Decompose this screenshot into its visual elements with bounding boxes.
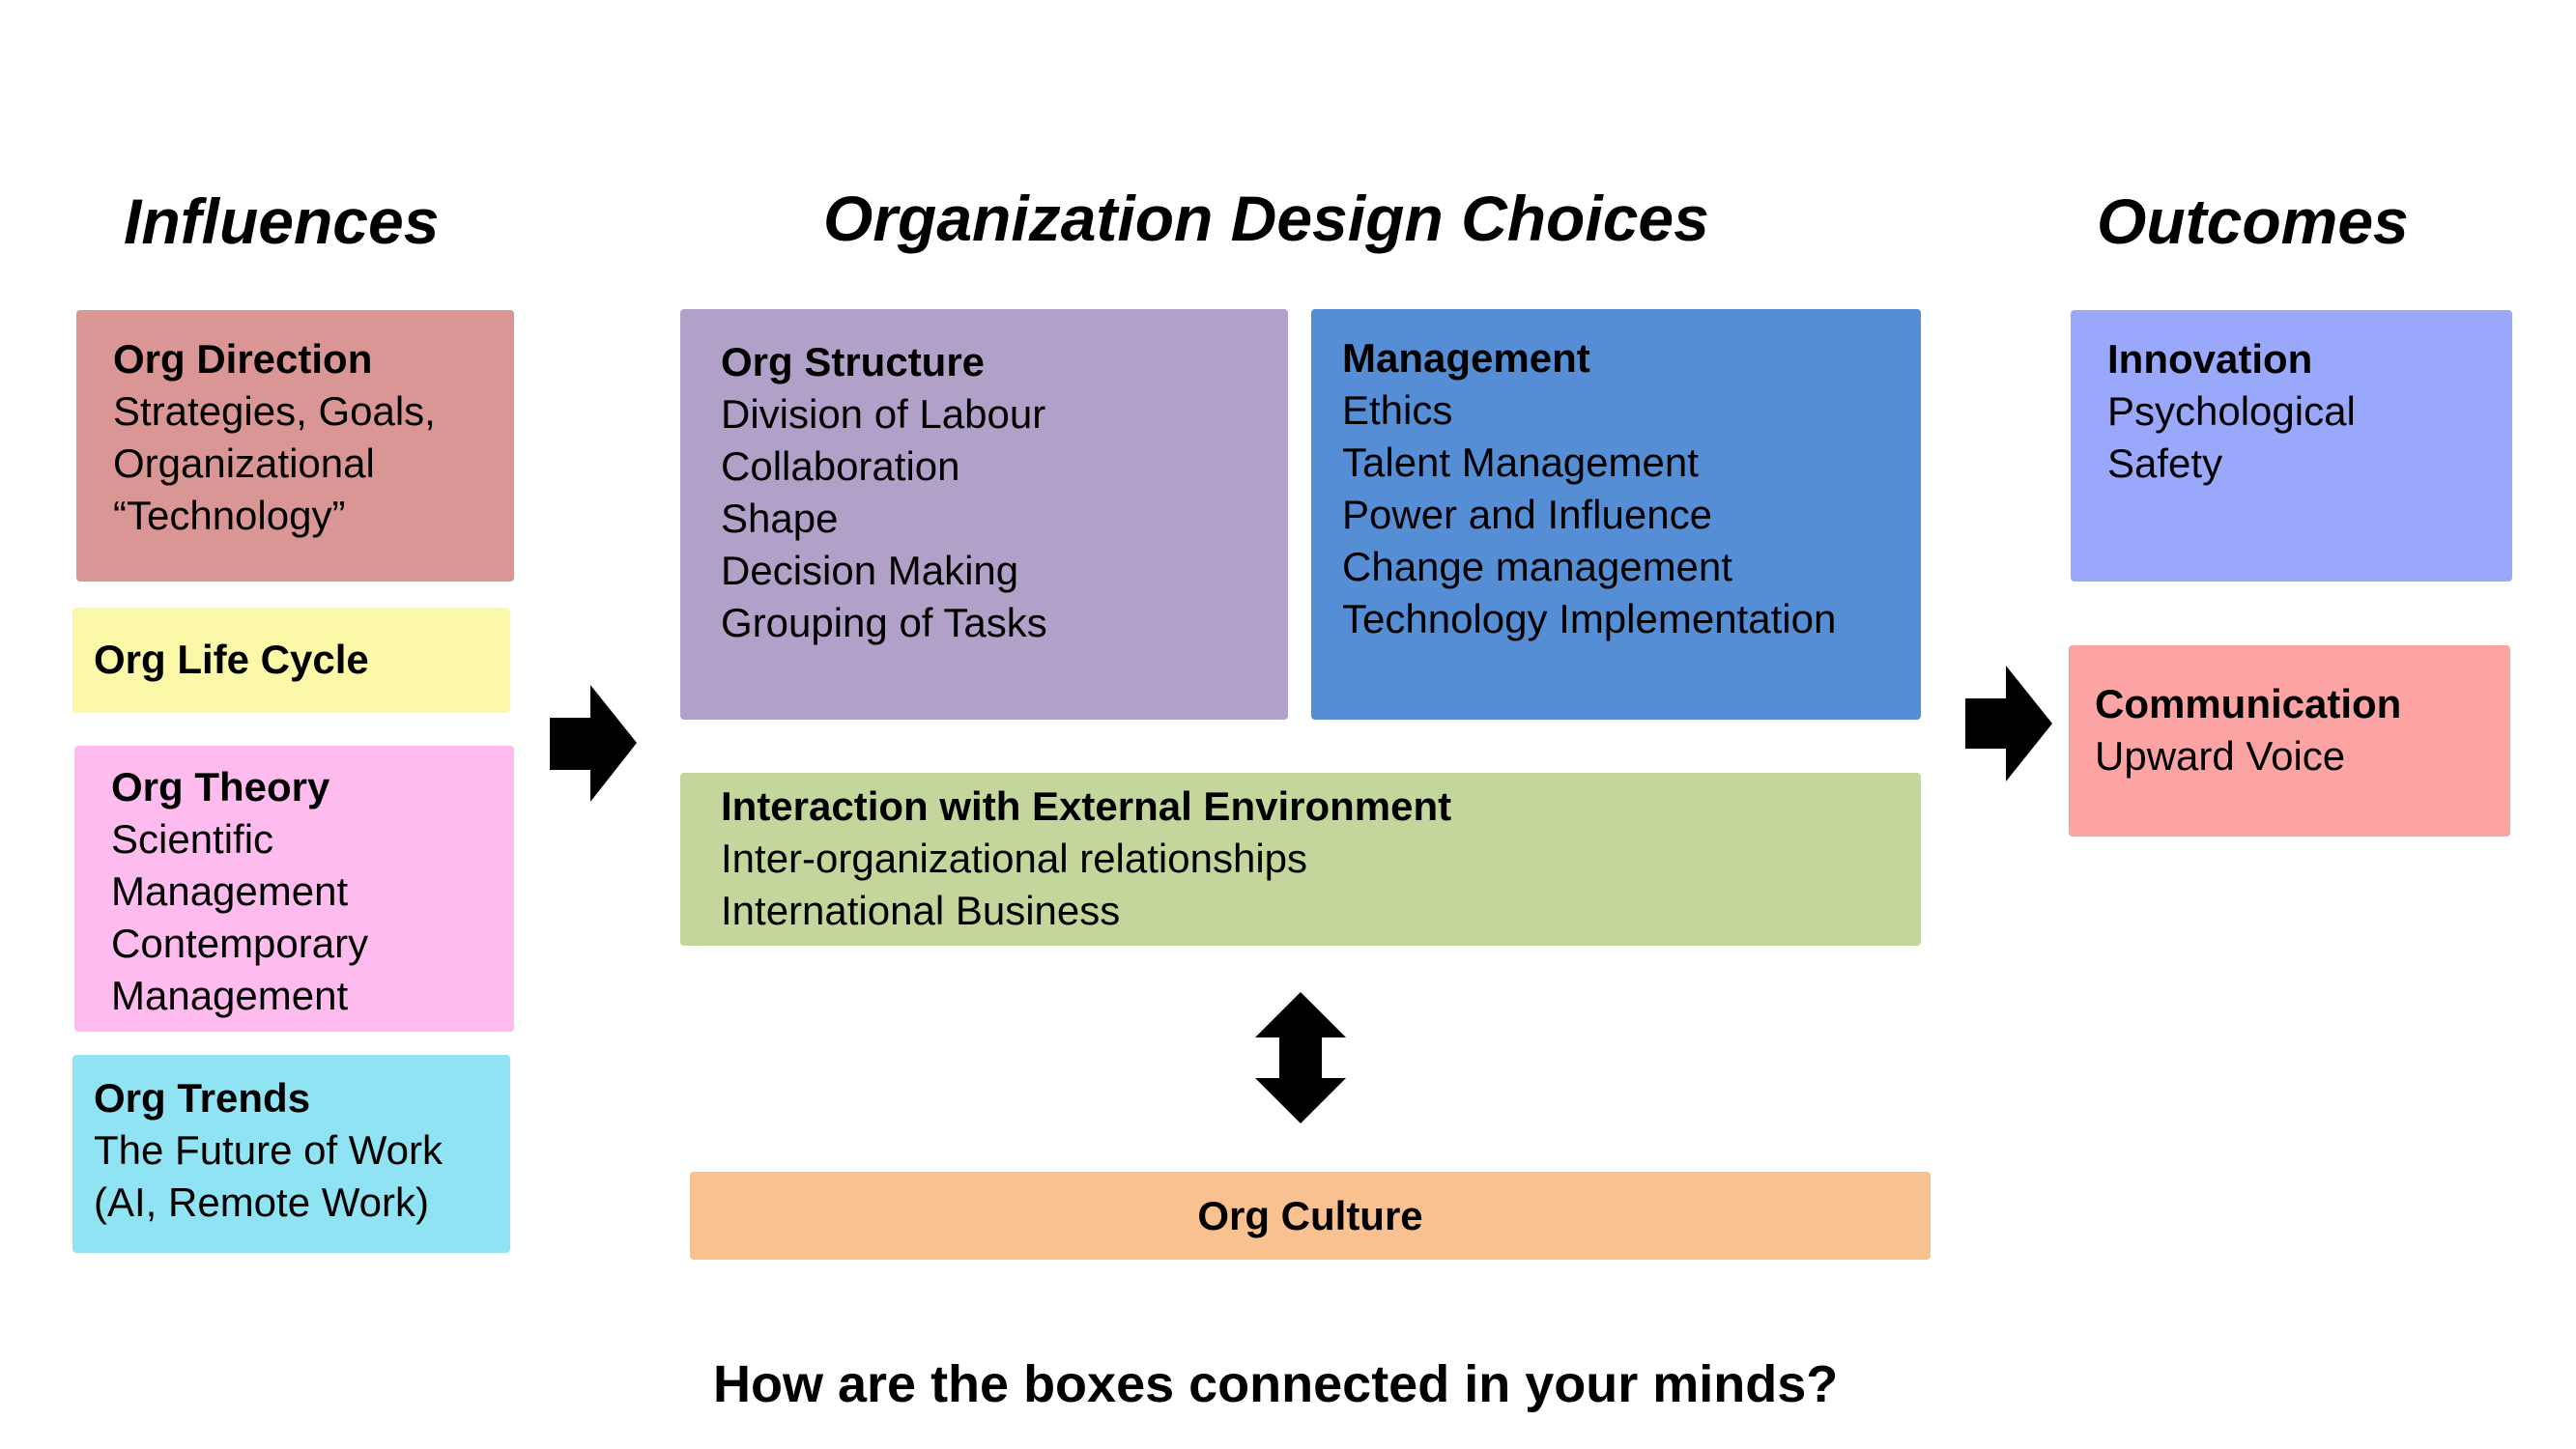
discussion-question: How are the boxes connected in your mind…	[713, 1355, 1839, 1413]
right-arrow-icon	[550, 685, 637, 802]
influences-heading: Influences	[124, 185, 440, 257]
org-culture-box: Org Culture	[690, 1172, 1931, 1260]
external-environment-box: Interaction with External Environment In…	[680, 773, 1921, 946]
org-trends-line: The Future of Work	[94, 1127, 444, 1173]
org-trends-title: Org Trends	[94, 1075, 311, 1121]
communication-title: Communication	[2095, 681, 2402, 726]
org-direction-line: “Technology”	[113, 493, 346, 538]
management-line: Talent Management	[1342, 440, 1699, 485]
innovation-title: Innovation	[2107, 336, 2313, 382]
right-arrow-icon	[1965, 666, 2052, 781]
management-title: Management	[1342, 335, 1590, 381]
org-direction-box: Org Direction Strategies, Goals, Organiz…	[76, 310, 514, 582]
org-trends-box: Org Trends The Future of Work (AI, Remot…	[72, 1055, 510, 1253]
org-structure-line: Division of Labour	[721, 391, 1046, 437]
org-direction-line: Organizational	[113, 440, 375, 486]
org-structure-line: Shape	[721, 496, 839, 541]
org-life-cycle-title: Org Life Cycle	[94, 637, 369, 682]
org-structure-box: Org Structure Division of Labour Collabo…	[680, 309, 1288, 720]
org-theory-line: Management	[111, 973, 349, 1018]
management-box: Management Ethics Talent Management Powe…	[1311, 309, 1921, 720]
external-environment-title: Interaction with External Environment	[721, 783, 1452, 829]
management-line: Power and Influence	[1342, 492, 1712, 537]
outcomes-heading: Outcomes	[2097, 185, 2409, 257]
communication-line: Upward Voice	[2095, 733, 2346, 779]
org-structure-line: Grouping of Tasks	[721, 600, 1047, 645]
management-line: Change management	[1342, 544, 1732, 589]
org-structure-title: Org Structure	[721, 339, 986, 384]
org-structure-line: Collaboration	[721, 443, 960, 489]
innovation-line: Psychological	[2107, 388, 2356, 434]
org-structure-line: Decision Making	[721, 548, 1019, 593]
org-theory-title: Org Theory	[111, 764, 330, 810]
management-line: Technology Implementation	[1342, 596, 1837, 641]
innovation-box: Innovation Psychological Safety	[2071, 310, 2512, 582]
org-trends-line: (AI, Remote Work)	[94, 1179, 429, 1225]
design-choices-heading: Organization Design Choices	[823, 183, 1709, 254]
org-theory-line: Scientific	[111, 816, 274, 862]
org-direction-line: Strategies, Goals,	[113, 388, 436, 434]
communication-box: Communication Upward Voice	[2069, 645, 2510, 837]
innovation-line: Safety	[2107, 440, 2223, 486]
org-culture-title: Org Culture	[1197, 1192, 1423, 1238]
org-direction-title: Org Direction	[113, 336, 373, 382]
org-theory-box: Org Theory Scientific Management Contemp…	[74, 746, 514, 1032]
management-line: Ethics	[1342, 387, 1453, 433]
org-theory-line: Management	[111, 868, 349, 914]
org-life-cycle-box: Org Life Cycle	[72, 608, 510, 713]
external-environment-line: Inter-organizational relationships	[721, 836, 1308, 881]
org-theory-line: Contemporary	[111, 921, 369, 966]
double-vertical-arrow-icon	[1255, 992, 1346, 1123]
external-environment-line: International Business	[721, 888, 1121, 933]
